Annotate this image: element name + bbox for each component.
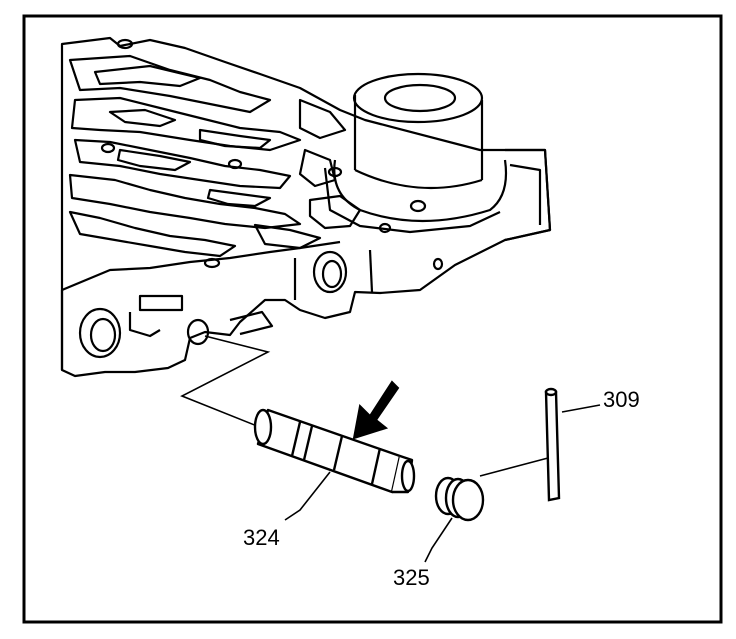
valve-324: [253, 408, 416, 494]
down-arrow-icon: [352, 380, 400, 440]
pin-309: [544, 387, 561, 502]
label-325: 325: [393, 565, 430, 590]
label-324: 324: [243, 525, 280, 550]
valve-body-casting: [60, 36, 552, 378]
alignment-line: [180, 335, 271, 429]
diagram-frame: [22, 14, 723, 624]
plug-325: [434, 476, 485, 522]
leader-lines: [284, 404, 601, 563]
label-309: 309: [603, 387, 640, 412]
